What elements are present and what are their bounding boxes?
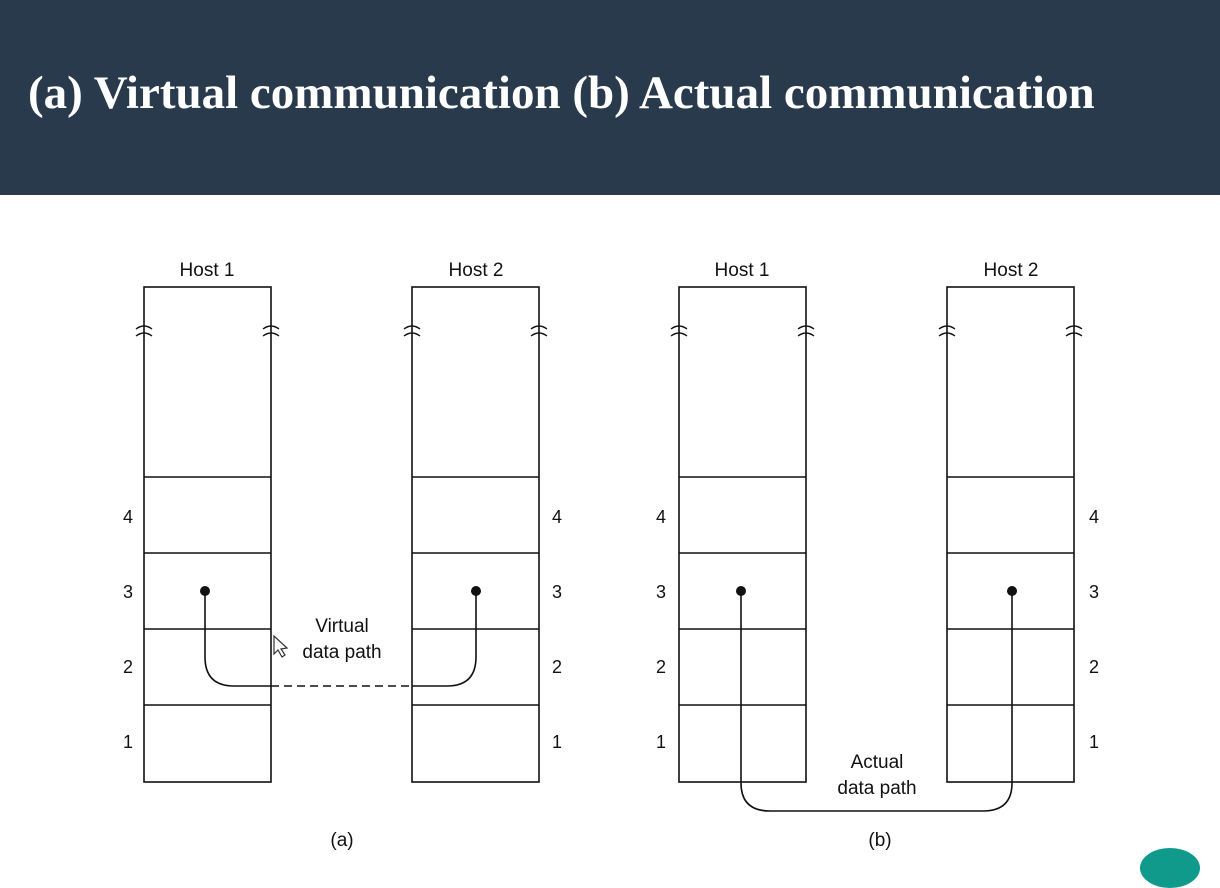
panel-a-host2-label: Host 2 <box>449 260 504 281</box>
virtual-path-endpoint-host2 <box>471 586 481 596</box>
layer-number: 2 <box>1089 657 1099 677</box>
panel-b-host1-stack <box>678 286 807 783</box>
panel-a-caption: (a) <box>330 830 353 851</box>
slide-header: (a) Virtual communication (b) Actual com… <box>0 0 1220 195</box>
layer-number: 1 <box>123 732 133 752</box>
panel-a-host1-stack <box>143 286 272 783</box>
layer-number: 3 <box>656 582 666 602</box>
layer-number: 2 <box>656 657 666 677</box>
floating-action-button[interactable] <box>1140 848 1200 888</box>
panel-b-break-marks <box>670 325 1083 337</box>
panel-b-host1-label: Host 1 <box>715 260 770 281</box>
panel-a <box>135 286 548 783</box>
actual-path-label-line1: Actual <box>851 752 904 773</box>
layer-number: 4 <box>123 507 133 527</box>
panel-b-caption: (b) <box>868 830 891 851</box>
actual-path-label-line2: data path <box>837 778 916 799</box>
panel-a-break-marks <box>135 325 548 337</box>
layer-number: 1 <box>552 732 562 752</box>
panel-b-host2-label: Host 2 <box>984 260 1039 281</box>
actual-data-path <box>740 591 1013 812</box>
layer-number: 1 <box>1089 732 1099 752</box>
layer-number: 4 <box>656 507 666 527</box>
panel-a-host1-label: Host 1 <box>180 260 235 281</box>
panel-a-host2-stack <box>411 286 540 783</box>
virtual-path-endpoint-host1 <box>200 586 210 596</box>
layer-number: 3 <box>1089 582 1099 602</box>
layer-number: 1 <box>656 732 666 752</box>
slide-title: (a) Virtual communication (b) Actual com… <box>28 66 1095 119</box>
virtual-path-label-line1: Virtual <box>315 616 369 637</box>
layer-number: 3 <box>552 582 562 602</box>
layer-number: 3 <box>123 582 133 602</box>
virtual-path-label-line2: data path <box>302 642 381 663</box>
actual-path-endpoint-host1 <box>736 586 746 596</box>
layer-number: 4 <box>1089 507 1099 527</box>
mouse-cursor-icon <box>273 634 289 658</box>
virtual-data-path-right <box>412 591 477 687</box>
layer-number: 4 <box>552 507 562 527</box>
actual-path-endpoint-host2 <box>1007 586 1017 596</box>
panel-b-host2-stack <box>946 286 1075 783</box>
layer-number: 2 <box>123 657 133 677</box>
panel-b <box>670 286 1083 812</box>
virtual-data-path-left <box>204 591 271 687</box>
layer-number: 2 <box>552 657 562 677</box>
communication-diagram: Host 1 Host 2 Host 1 Host 2 4 3 2 1 4 3 … <box>123 260 1099 851</box>
